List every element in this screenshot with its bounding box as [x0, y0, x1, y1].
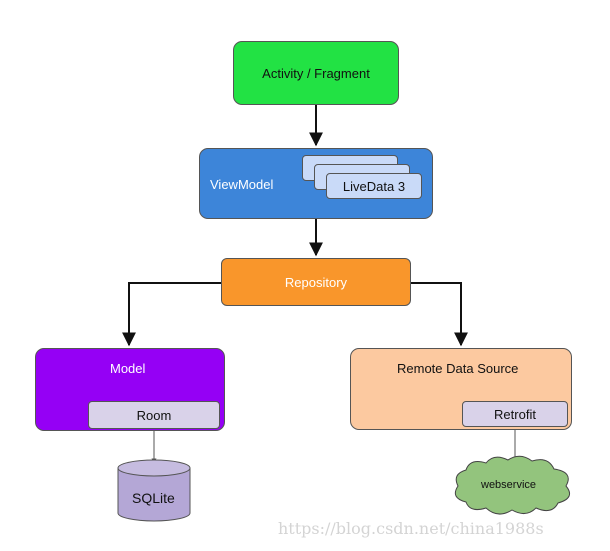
viewmodel-label: ViewModel [210, 177, 274, 192]
repository-box: Repository [221, 258, 411, 306]
sqlite-cylinder [117, 459, 191, 522]
model-label: Model [110, 361, 146, 376]
activity-fragment-box: Activity / Fragment [233, 41, 399, 105]
repository-label: Repository [284, 274, 348, 290]
webservice-cloud [454, 455, 571, 515]
arrow-repository-to-remote [411, 282, 468, 347]
livedata-chip: LiveData 3 [326, 173, 422, 199]
activity-fragment-label: Activity / Fragment [262, 65, 370, 81]
retrofit-chip: Retrofit [462, 401, 568, 427]
retrofit-label: Retrofit [494, 406, 536, 422]
sqlite-label: SQLite [132, 490, 175, 506]
arrow-repository-to-model [122, 282, 221, 347]
remote-data-source-label: Remote Data Source [397, 361, 519, 376]
webservice-label: webservice [481, 479, 537, 491]
watermark: https://blog.csdn.net/china1988s [278, 519, 544, 538]
livedata-label: LiveData 3 [342, 178, 406, 194]
room-chip: Room [88, 401, 220, 429]
room-label: Room [136, 407, 172, 423]
